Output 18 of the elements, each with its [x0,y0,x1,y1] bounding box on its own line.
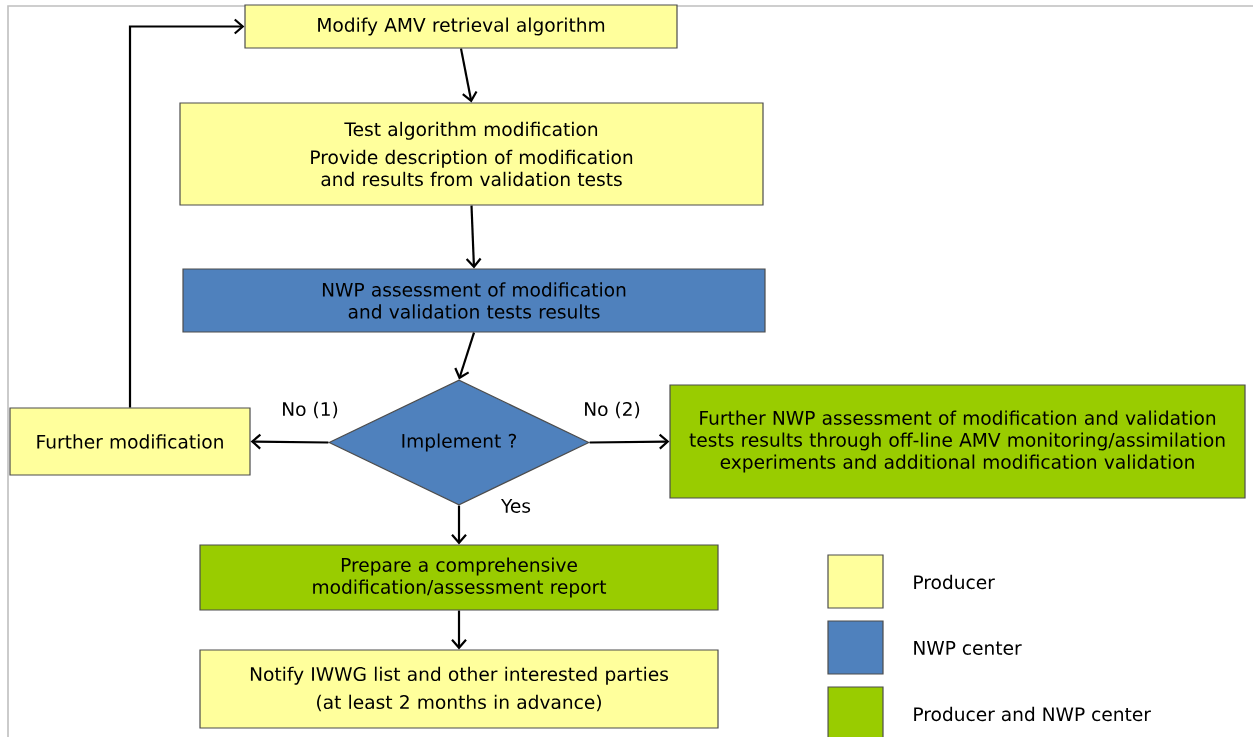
arrow [451,610,467,650]
arrow [459,48,478,103]
process-box: NWP assessment of modification and validation tests results [182,268,766,333]
arrow [250,433,329,450]
arrow [451,505,467,545]
process-box: Test algorithm modification Provide description of modification and results from validation tests [179,102,764,206]
process-box: Further modification [9,407,251,476]
arrow [465,205,482,269]
arrow [128,18,245,408]
arrow [589,433,670,450]
process-box: Modify AMV retrieval algorithm [244,4,678,49]
legend-label: Producer [914,574,995,590]
legend-label: NWP center [914,641,1022,655]
arrow [454,332,476,380]
process-box: Prepare a comprehensive modification/assessment report [199,544,719,611]
process-box: Notify IWWG list and other interested parties (at least 2 months in advance) [199,649,719,729]
process-box: Further NWP assessment of modification and validation tests results through off-line AMV monitoring/assimilation experiments and additional modification validation [669,384,1246,499]
legend-label: Producer and NWP center [914,706,1151,722]
